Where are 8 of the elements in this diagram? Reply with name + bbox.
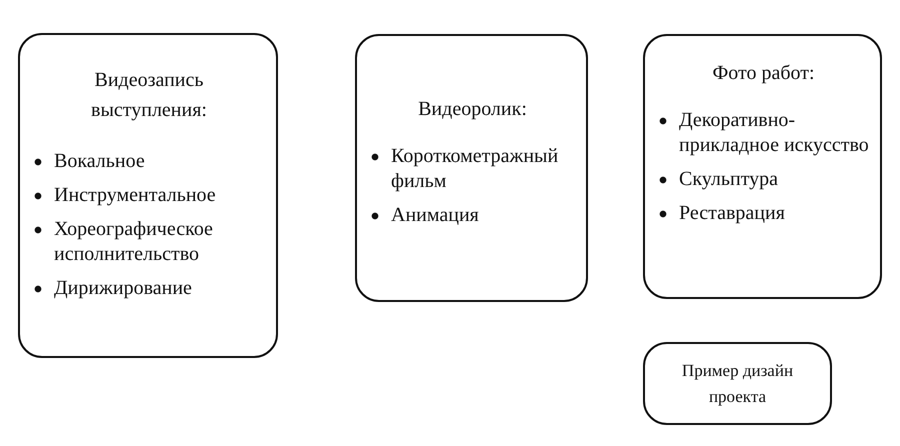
- box-heading: Видеоролик:: [417, 97, 528, 122]
- box-heading: Пример дизайн проекта: [680, 360, 794, 408]
- box-heading: Фото работ:: [711, 61, 816, 86]
- rounded-box: [643, 342, 832, 425]
- rounded-box: [355, 34, 588, 302]
- rounded-box: [18, 33, 278, 358]
- box-heading: Видеозапись выступления:: [90, 68, 208, 123]
- rounded-box: [643, 34, 882, 299]
